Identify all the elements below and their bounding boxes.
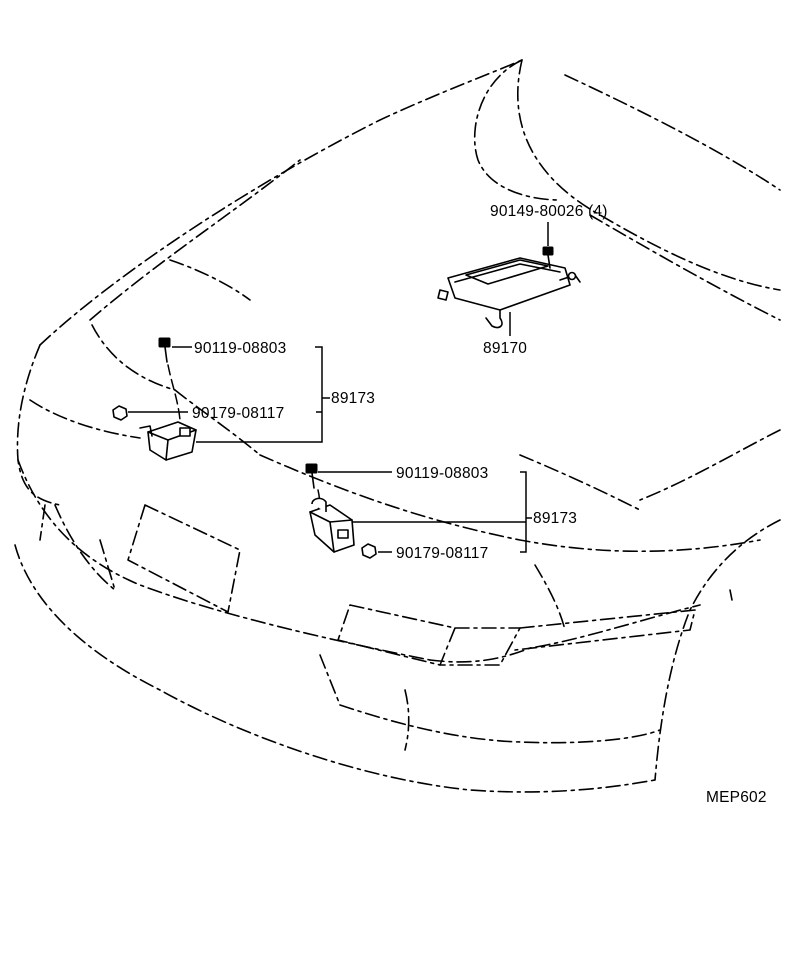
bolt-icon [158,337,171,363]
nut-icon [361,543,377,559]
airbag-ecu-assembly [437,222,581,336]
callout-right-nut: 90179-08117 [396,545,488,562]
callout-right-bolt: 90119-08803 [396,465,488,482]
right-airbag-sensor [309,504,355,553]
left-airbag-sensor-assembly [112,337,330,461]
bolt-icon [567,271,577,281]
nut-icon [112,405,128,421]
airbag-ecu-unit [447,257,571,311]
callout-left-nut: 90179-08117 [192,405,284,422]
drawing-id: MEP602 [706,789,767,806]
bolt-icon [542,246,554,269]
callout-left-bolt: 90119-08803 [194,340,286,357]
callout-ecu: 89170 [483,340,527,357]
callout-ecu-bolt: 90149-80026 (4) [490,203,608,220]
callout-left-sensor: 89173 [331,390,375,407]
callout-right-sensor: 89173 [533,510,577,527]
bolt-icon [305,463,318,489]
right-airbag-sensor-assembly [305,463,532,559]
car-body-outline [14,59,781,793]
